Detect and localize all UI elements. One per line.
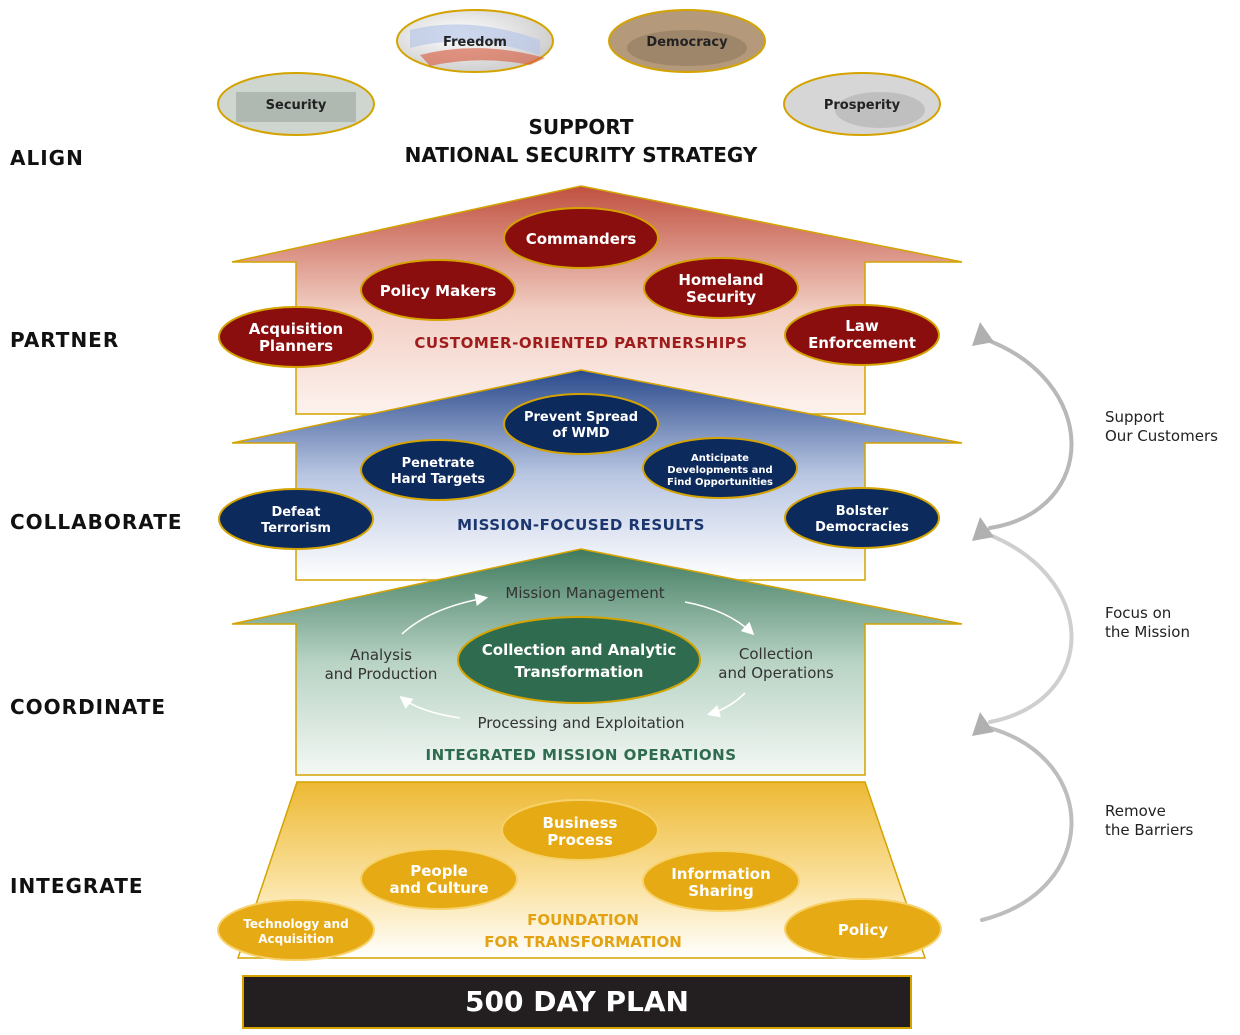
svg-text:Enforcement: Enforcement (808, 334, 916, 352)
svg-text:Collection and Analytic: Collection and Analytic (482, 641, 676, 659)
svg-text:Business: Business (543, 814, 618, 832)
svg-text:of WMD: of WMD (552, 426, 609, 441)
svg-text:Law: Law (845, 317, 879, 335)
svg-text:Find Opportunities: Find Opportunities (667, 477, 773, 488)
label-integrate: INTEGRATE (10, 874, 144, 898)
integrate-caption-line2: FOR TRANSFORMATION (484, 933, 682, 951)
svg-text:Penetrate: Penetrate (402, 456, 475, 471)
cycle-top: Mission Management (505, 584, 664, 602)
partner-caption: CUSTOMER-ORIENTED PARTNERSHIPS (414, 334, 747, 352)
svg-text:Planners: Planners (259, 337, 333, 355)
support-title-line1: SUPPORT (528, 115, 633, 139)
svg-text:Policy: Policy (838, 921, 888, 939)
svg-text:Anticipate: Anticipate (691, 453, 749, 464)
svg-text:Security: Security (686, 288, 756, 306)
side-arrows (980, 336, 1074, 922)
bubble-commanders: Commanders (503, 207, 659, 269)
bubble-information-sharing: Information Sharing (642, 850, 800, 912)
bubble-business-process: Business Process (501, 799, 659, 861)
bubble-people-culture: People and Culture (360, 848, 518, 910)
plan-bar: 500 DAY PLAN (242, 975, 912, 1029)
bubble-policy-makers: Policy Makers (360, 259, 516, 321)
label-align: ALIGN (10, 146, 84, 170)
svg-text:People: People (410, 862, 468, 880)
svg-text:Sharing: Sharing (688, 882, 754, 900)
cycle-left-line2: and Production (325, 665, 438, 683)
svg-text:Prevent Spread: Prevent Spread (524, 410, 638, 425)
value-freedom: Freedom (396, 9, 554, 73)
svg-text:Commanders: Commanders (526, 230, 637, 248)
bubble-defeat-terrorism: Defeat Terrorism (218, 488, 374, 550)
svg-text:Policy Makers: Policy Makers (380, 282, 497, 300)
integrate-tier-foundation (236, 781, 927, 959)
bubble-law-enforcement: Law Enforcement (784, 304, 940, 366)
bubble-bolster-democracies: Bolster Democracies (784, 487, 940, 549)
svg-text:Bolster: Bolster (836, 504, 889, 519)
support-title-line2: NATIONAL SECURITY STRATEGY (405, 143, 758, 167)
label-collaborate: COLLABORATE (10, 510, 183, 534)
cycle-left-line1: Analysis (350, 646, 412, 664)
svg-text:Acquisition: Acquisition (249, 320, 343, 338)
svg-text:Defeat: Defeat (271, 505, 320, 520)
label-coordinate: COORDINATE (10, 695, 167, 719)
svg-text:Hard Targets: Hard Targets (391, 472, 486, 487)
svg-text:Homeland: Homeland (678, 271, 763, 289)
cycle-right-line1: Collection (739, 645, 813, 663)
bubble-anticipate: Anticipate Developments and Find Opportu… (642, 437, 798, 499)
value-prosperity: Prosperity (783, 72, 941, 136)
note-support-customers: Support Our Customers (1105, 408, 1218, 445)
svg-text:Terrorism: Terrorism (261, 521, 331, 536)
value-democracy-label: Democracy (646, 35, 728, 50)
value-prosperity-label: Prosperity (824, 98, 901, 113)
integrate-caption-line1: FOUNDATION (527, 911, 639, 929)
cycle-bottom: Processing and Exploitation (477, 714, 684, 732)
bubble-collection-transformation: Collection and Analytic Transformation (457, 616, 701, 704)
svg-text:Developments and: Developments and (667, 465, 772, 476)
value-security: Security (217, 72, 375, 136)
note-focus-mission: Focus on the Mission (1105, 604, 1190, 641)
label-partner: PARTNER (10, 328, 120, 352)
side-arrow-heads (972, 322, 994, 736)
collaborate-caption: MISSION-FOCUSED RESULTS (457, 516, 705, 534)
value-freedom-label: Freedom (443, 35, 507, 50)
svg-text:Democracies: Democracies (815, 520, 909, 535)
bubble-homeland-security: Homeland Security (643, 257, 799, 319)
svg-text:Transformation: Transformation (515, 663, 644, 681)
svg-text:Technology and: Technology and (243, 917, 348, 931)
bubble-technology-acquisition: Technology and Acquisition (217, 899, 375, 961)
value-democracy: Democracy (608, 9, 766, 73)
coordinate-caption: INTEGRATED MISSION OPERATIONS (425, 746, 736, 764)
svg-text:Process: Process (547, 831, 613, 849)
svg-text:and Culture: and Culture (389, 879, 488, 897)
bubble-policy: Policy (784, 898, 942, 960)
svg-text:Information: Information (671, 865, 771, 883)
cycle-right-line2: and Operations (718, 664, 834, 682)
bubble-acquisition-planners: Acquisition Planners (218, 306, 374, 368)
bubble-penetrate-hard-targets: Penetrate Hard Targets (360, 439, 516, 501)
value-security-label: Security (266, 98, 327, 113)
svg-text:Acquisition: Acquisition (258, 932, 334, 946)
bubble-prevent-wmd: Prevent Spread of WMD (503, 393, 659, 455)
cycle-arrows (399, 593, 755, 719)
note-remove-barriers: Remove the Barriers (1105, 802, 1194, 839)
